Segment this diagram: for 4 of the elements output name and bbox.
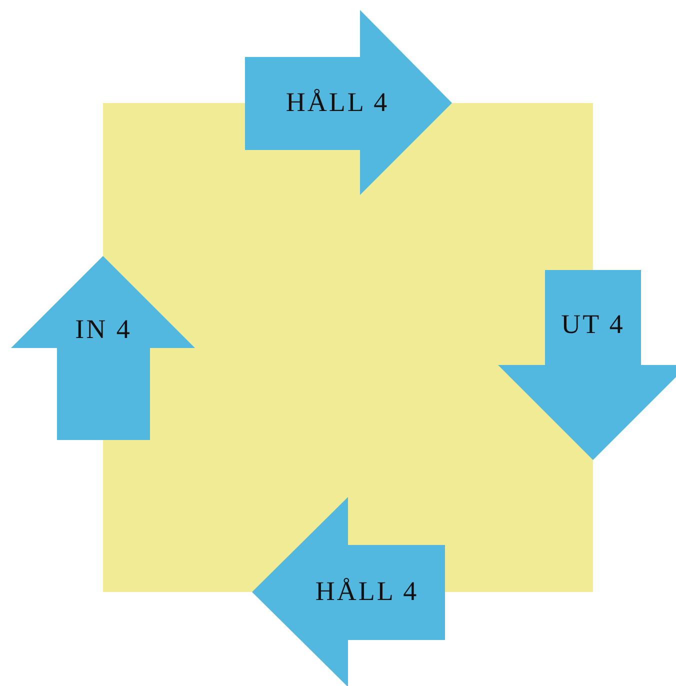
arrow-label: IN 4 bbox=[74, 313, 133, 346]
arrow-label: UT 4 bbox=[560, 308, 626, 341]
arrow-label: HÅLL 4 bbox=[284, 86, 390, 119]
arrow-label: HÅLL 4 bbox=[314, 575, 420, 608]
